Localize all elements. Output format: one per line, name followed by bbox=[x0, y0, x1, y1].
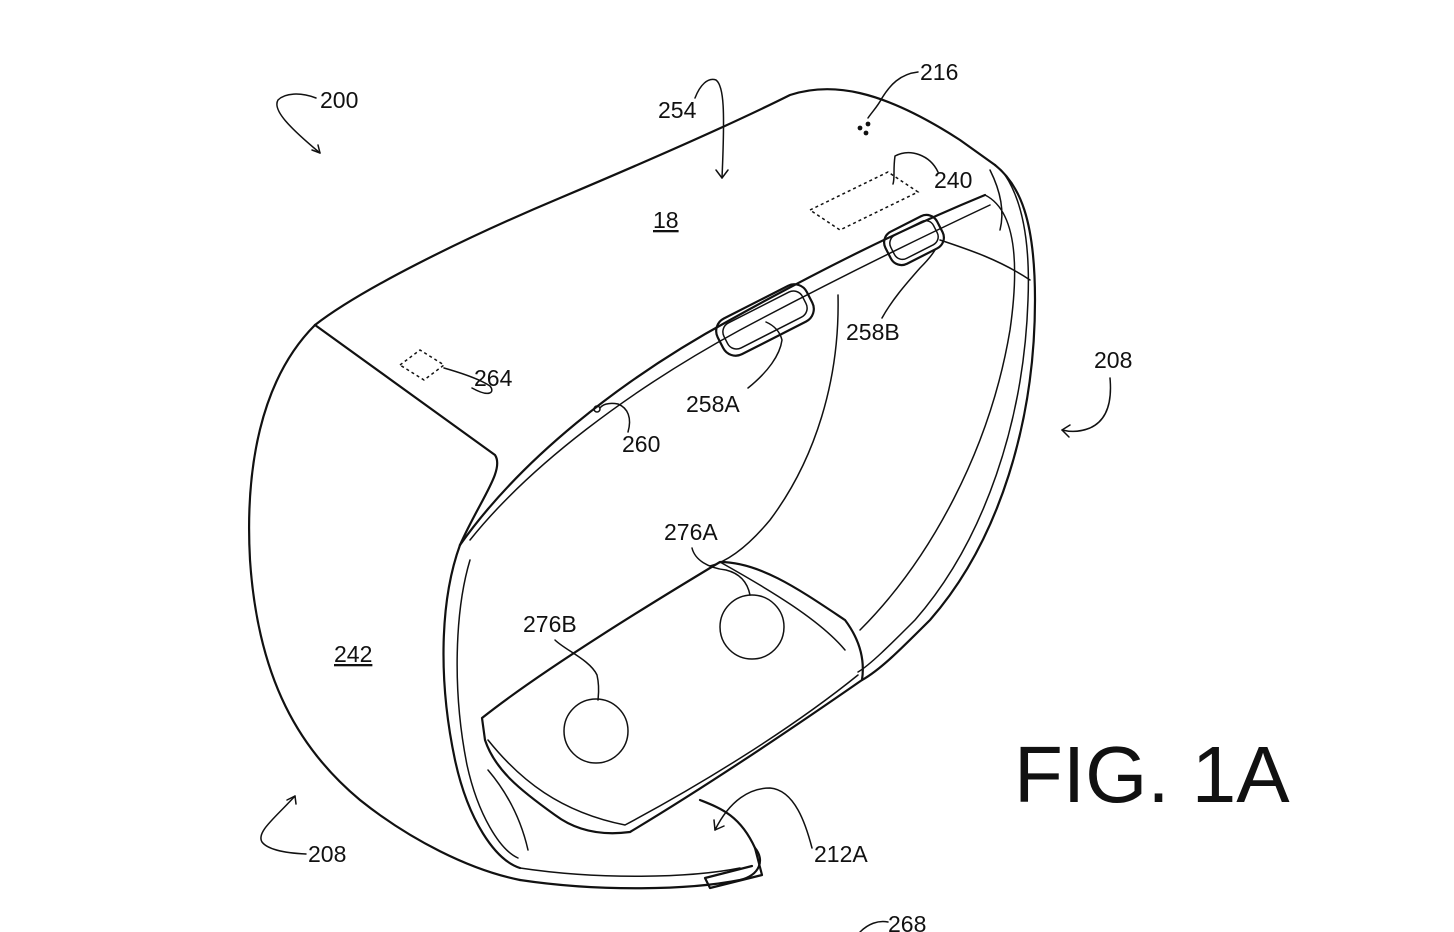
label-208-left: 208 bbox=[308, 841, 346, 867]
sensor-276a-circle bbox=[720, 595, 784, 659]
label-276a: 276A bbox=[664, 519, 718, 545]
label-240: 240 bbox=[934, 167, 972, 193]
reference-labels: 200 216 254 240 18 258B 258A 264 260 208… bbox=[308, 59, 1132, 932]
label-268: 268 bbox=[888, 911, 926, 932]
wearable-band-outline bbox=[249, 89, 1035, 888]
label-276b: 276B bbox=[523, 611, 577, 637]
button-258a bbox=[711, 279, 818, 360]
label-258b: 258B bbox=[846, 319, 900, 345]
label-212a: 212A bbox=[814, 841, 868, 867]
label-260: 260 bbox=[622, 431, 660, 457]
label-242: 242 bbox=[334, 641, 372, 667]
figure-title: FIG. 1A bbox=[1014, 730, 1290, 819]
sensor-276b-circle bbox=[564, 699, 628, 763]
buttons bbox=[711, 211, 948, 361]
label-200: 200 bbox=[320, 87, 358, 113]
label-208-right: 208 bbox=[1094, 347, 1132, 373]
label-254: 254 bbox=[658, 97, 697, 123]
label-216: 216 bbox=[920, 59, 958, 85]
component-240 bbox=[810, 172, 918, 230]
component-264 bbox=[400, 350, 444, 380]
label-264: 264 bbox=[474, 365, 513, 391]
sensor-pad bbox=[482, 562, 863, 833]
label-18: 18 bbox=[653, 207, 679, 233]
label-258a: 258A bbox=[686, 391, 740, 417]
leader-lines bbox=[261, 72, 1111, 932]
